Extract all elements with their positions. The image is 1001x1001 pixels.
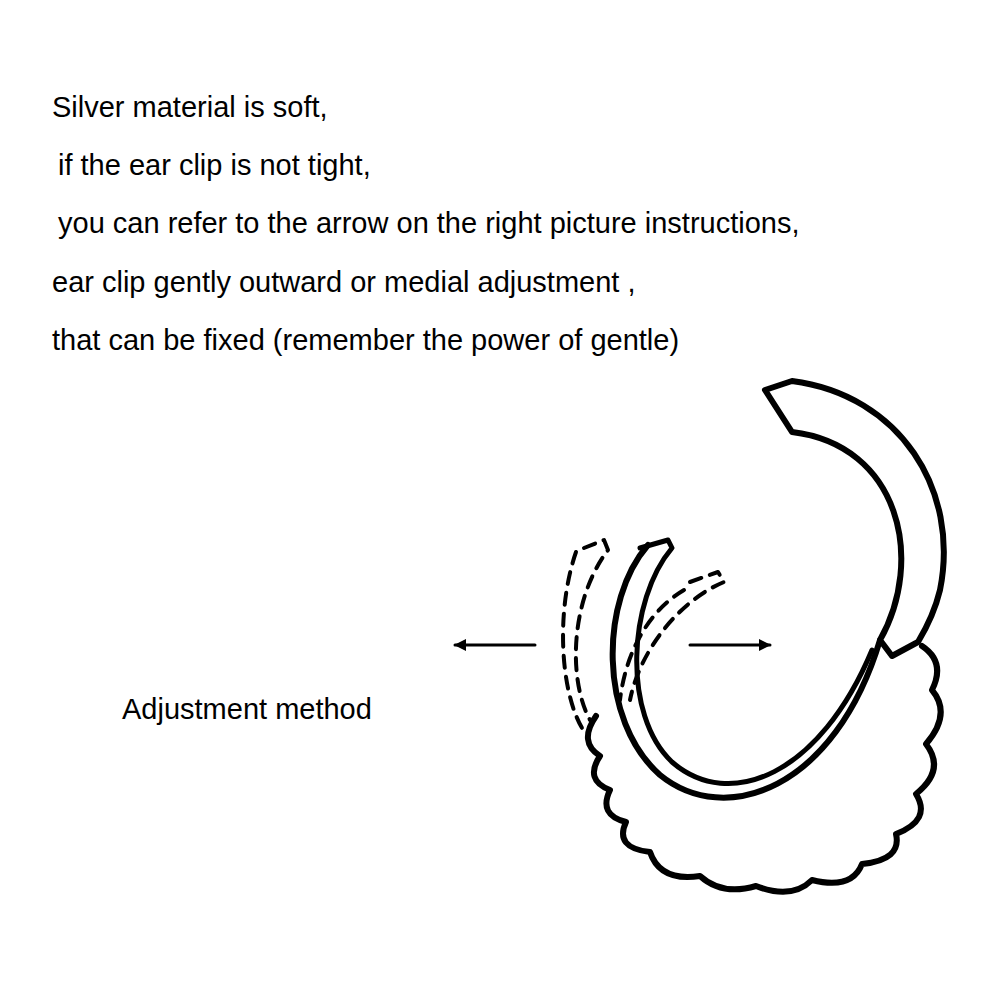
note-line: ear clip gently outward or medial adjust… bbox=[52, 265, 636, 299]
dashed-outward-position-edge bbox=[563, 552, 582, 728]
note-line: if the ear clip is not tight, bbox=[58, 148, 371, 182]
dashed-inward-position bbox=[630, 572, 724, 700]
figure-label: Adjustment method bbox=[122, 692, 372, 726]
note-line: Silver material is soft, bbox=[52, 90, 328, 124]
clip-inner-band-edge bbox=[637, 540, 872, 784]
decorative-flower-edge bbox=[588, 646, 941, 892]
hook-band bbox=[765, 381, 944, 656]
dashed-inward-position-edge bbox=[620, 590, 684, 700]
note-line: that can be fixed (remember the power of… bbox=[52, 323, 679, 357]
outward-arrow bbox=[455, 644, 535, 647]
dashed-outward-position bbox=[576, 540, 608, 720]
inward-arrow bbox=[690, 644, 770, 647]
note-line: you can refer to the arrow on the right … bbox=[58, 206, 799, 240]
